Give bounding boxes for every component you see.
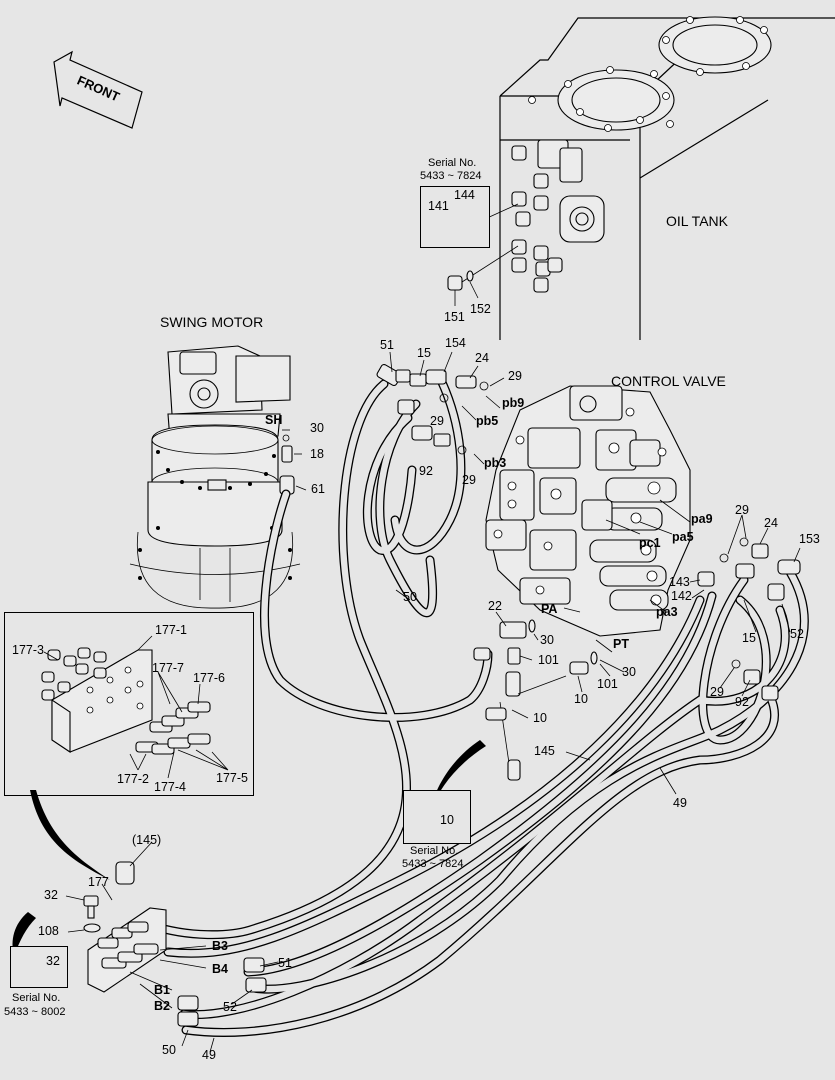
callout-92-right: 92 [735,695,749,709]
detail-177-3: 177-3 [12,643,44,657]
oil-tank [447,16,835,340]
port-pb3: pb3 [484,456,507,470]
port-b4: B4 [212,962,228,976]
callout-142: 142 [671,589,692,603]
callout-50-bottom: 50 [162,1043,176,1057]
serial-note-middle-box [403,790,471,844]
hose-lines [145,373,809,1037]
serial-note-top-title: Serial No. [428,157,477,169]
port-pt: PT [613,637,629,651]
callout-30-pt: 30 [622,665,636,679]
callout-61: 61 [311,482,325,496]
callout-10-left: 10 [533,711,547,725]
callout-29-e: 29 [710,685,724,699]
leader-lines [65,351,801,1053]
serial-note-middle-range: 5433 ~ 7824 [402,858,464,870]
detail-177-5: 177-5 [216,771,248,785]
callout-32: 32 [44,888,58,902]
manifold-block [19,895,167,993]
oil-tank-label: OIL TANK [666,213,728,229]
callout-145-paren: (145) [132,833,162,847]
port-pa5: pa5 [672,530,694,544]
port-pb9: pb9 [502,396,525,410]
swing-motor [129,345,301,609]
detail-177-7: 177-7 [152,661,184,675]
callout-51-top: 51 [380,338,394,352]
callout-154: 154 [445,336,466,350]
callout-10-serial: 10 [440,813,454,827]
hose-fittings [115,363,801,1027]
callout-51-bottom: 51 [278,956,292,970]
callout-29-c: 29 [462,473,476,487]
callout-arcs [12,740,486,956]
callout-152: 152 [470,302,491,316]
detail-inset-frame [4,612,254,796]
callout-22: 22 [488,599,502,613]
callout-92-top: 92 [419,464,433,478]
detail-177-6: 177-6 [193,671,225,685]
callout-52-bottom: 52 [223,1000,237,1014]
swing-motor-label: SWING MOTOR [160,314,264,330]
callout-30-pa: 30 [540,633,554,647]
callout-18: 18 [310,447,324,461]
callout-144: 144 [454,188,475,202]
detail-177-2: 177-2 [117,772,149,786]
callout-24-right: 24 [764,516,778,530]
detail-inset-drawing [41,635,229,779]
port-pc1: pc1 [639,536,661,550]
callout-143: 143 [669,575,690,589]
serial-note-top-range: 5433 ~ 7824 [420,170,482,182]
callout-15-right: 15 [742,631,756,645]
callout-50-mid: 50 [403,590,417,604]
callout-177: 177 [88,875,109,889]
control-valve-label: CONTROL VALVE [611,373,726,389]
port-b3: B3 [212,939,228,953]
callout-15-top: 15 [417,346,431,360]
port-b1: B1 [154,983,170,997]
port-pb5: pb5 [476,414,499,428]
serial-note-middle-title: Serial No. [410,845,459,857]
callout-29-a: 29 [508,369,522,383]
port-sh: SH [265,413,283,427]
port-b2: B2 [154,999,170,1013]
callout-10-right: 10 [574,692,588,706]
callout-32-serial: 32 [46,954,60,968]
callout-30-sh: 30 [310,421,324,435]
detail-177-1: 177-1 [155,623,187,637]
callout-141: 141 [428,199,449,213]
callout-101-right: 101 [597,677,618,691]
callout-108: 108 [38,924,59,938]
callout-49-right: 49 [673,796,687,810]
callout-24-top: 24 [475,351,489,365]
serial-note-bottom-box [10,946,68,988]
port-pa9: pa9 [691,512,713,526]
serial-note-bottom-title: Serial No. [12,992,61,1004]
front-arrow [53,50,143,129]
control-valve [485,385,691,637]
serial-note-bottom-range: 5433 ~ 8002 [4,1006,66,1018]
callout-153: 153 [799,532,820,546]
callout-29-b: 29 [430,414,444,428]
port-pa3: pa3 [656,605,678,619]
callout-49-bottom: 49 [202,1048,216,1062]
port-pa: PA [541,602,558,616]
callout-52-right: 52 [790,627,804,641]
callout-29-d: 29 [735,503,749,517]
callout-101-left: 101 [538,653,559,667]
callout-145: 145 [534,744,555,758]
serial-note-top-box [420,186,490,248]
detail-177-4: 177-4 [154,780,186,794]
callout-151: 151 [444,310,465,324]
